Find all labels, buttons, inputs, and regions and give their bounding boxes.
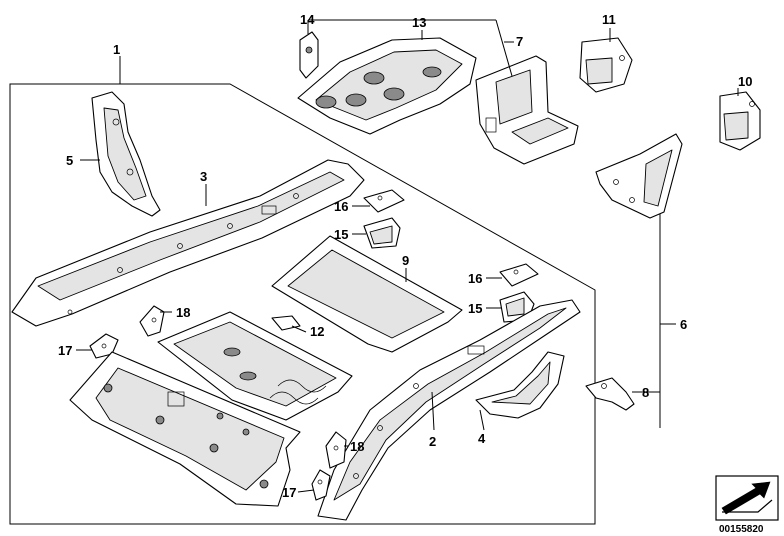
rear-floor <box>69 351 301 507</box>
callout-18-lower: 18 <box>350 439 364 454</box>
part-13 <box>297 37 477 135</box>
group-frame-1 <box>9 56 596 525</box>
callout-8: 8 <box>642 385 649 400</box>
callout-3: 3 <box>200 169 207 184</box>
callout-16-upper: 16 <box>334 199 348 214</box>
leader-lines <box>76 19 739 493</box>
callout-9: 9 <box>402 253 409 268</box>
arrow-icon <box>721 481 771 515</box>
part-15-upper <box>363 217 401 249</box>
callout-4: 4 <box>478 431 486 446</box>
part-17-upper <box>89 333 119 359</box>
part-8 <box>585 377 635 411</box>
part-4 <box>475 351 565 419</box>
part-10 <box>719 91 761 151</box>
callout-17-upper: 17 <box>58 343 72 358</box>
callout-11: 11 <box>602 12 616 27</box>
part-16-lower <box>499 263 539 287</box>
callout-2: 2 <box>429 434 436 449</box>
part-3 <box>11 159 365 327</box>
floor-pan <box>157 311 353 421</box>
part-14 <box>299 31 319 79</box>
part-6 <box>595 133 683 219</box>
part-17-lower <box>311 469 331 501</box>
callout-10: 10 <box>738 74 752 89</box>
callout-13: 13 <box>412 15 426 30</box>
diagram-code: 00155820 <box>719 524 764 535</box>
callout-6: 6 <box>680 317 687 332</box>
callout-15-lower: 15 <box>468 301 482 316</box>
part-11 <box>579 37 633 93</box>
part-7 <box>475 55 579 165</box>
arrow-symbol <box>715 475 779 521</box>
callout-16-lower: 16 <box>468 271 482 286</box>
callout-7: 7 <box>516 34 523 49</box>
callout-1: 1 <box>113 42 120 57</box>
part-16-upper <box>363 189 405 213</box>
part-2 <box>317 299 581 521</box>
callout-15-upper: 15 <box>334 227 348 242</box>
callout-5: 5 <box>66 153 73 168</box>
part-5 <box>91 91 161 217</box>
callout-18-upper: 18 <box>176 305 190 320</box>
callout-12: 12 <box>310 324 324 339</box>
callout-17-lower: 17 <box>282 485 296 500</box>
part-9 <box>271 235 463 353</box>
part-18-lower <box>325 431 347 469</box>
callout-14: 14 <box>300 12 315 27</box>
callouts: 1 2 3 4 5 6 7 8 9 10 11 12 13 14 15 15 1… <box>58 12 752 500</box>
part-18-upper <box>139 305 165 337</box>
